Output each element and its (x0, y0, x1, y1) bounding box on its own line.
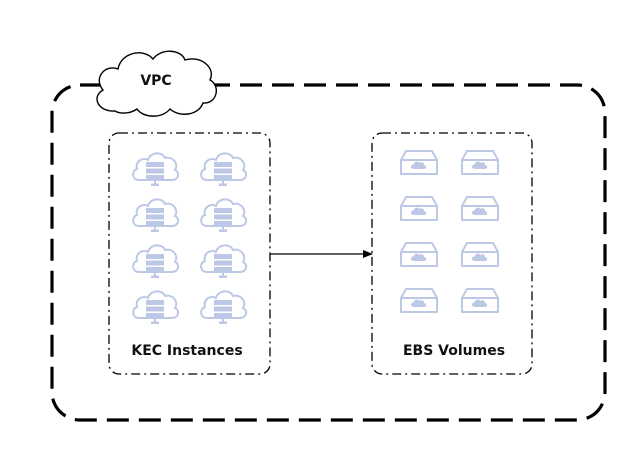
kec-group-box (108, 132, 271, 375)
kec-group-label: KEC Instances (131, 343, 242, 359)
vpc-cloud-icon (96, 50, 218, 117)
ebs-group-label: EBS Volumes (403, 343, 505, 359)
vpc-label: VPC (140, 73, 171, 89)
ebs-group-box (371, 132, 533, 375)
vpc-boundary (50, 83, 607, 422)
